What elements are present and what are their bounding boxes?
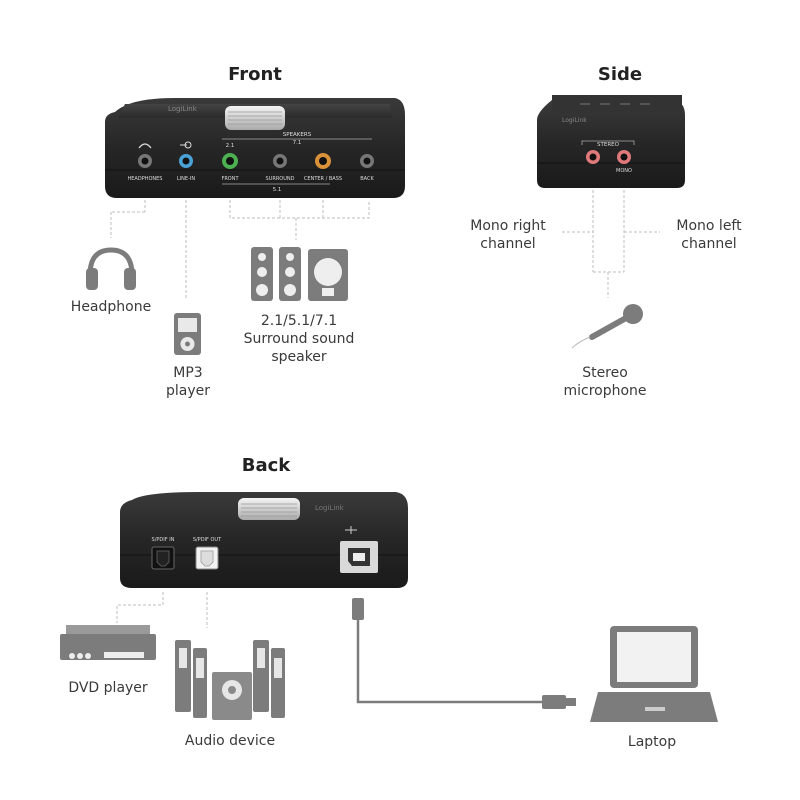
group-51-label: 5.1 — [273, 187, 282, 193]
svg-text:S/PDIF OUT: S/PDIF OUT — [193, 537, 222, 543]
group-71-label: 7.1 — [293, 140, 302, 146]
usb-b-port — [340, 526, 378, 573]
side-device: LogiLink STEREO MONO — [537, 95, 685, 188]
svg-text:FRONT: FRONT — [221, 176, 239, 182]
back-connector-lines — [116, 592, 208, 628]
side-connector-lines — [562, 190, 660, 298]
front-brand-logo: LogiLink — [168, 105, 198, 113]
back-section-title: Back — [241, 455, 291, 476]
svg-text:HEADPHONES: HEADPHONES — [128, 176, 163, 182]
svg-text:BACK: BACK — [360, 176, 374, 182]
spdif-out-port: S/PDIF OUT — [193, 537, 222, 570]
spdif-in-port: S/PDIF IN — [151, 537, 175, 570]
microphone-icon — [571, 304, 643, 349]
svg-text:LINE-IN: LINE-IN — [177, 176, 195, 182]
back-brand-logo: LogiLink — [315, 504, 345, 512]
surround-jack: SURROUND — [266, 154, 295, 182]
svg-text:S/PDIF IN: S/PDIF IN — [152, 537, 175, 543]
dvd-player-icon — [60, 625, 156, 660]
stereo-port-label: STEREO — [597, 142, 620, 148]
front-connector-lines — [110, 200, 370, 300]
svg-text:CENTER / BASS: CENTER / BASS — [304, 176, 342, 182]
side-brand-logo: LogiLink — [562, 117, 587, 124]
laptop-icon — [590, 626, 718, 722]
line-in-jack: LINE-IN — [177, 141, 195, 182]
headphone-port-icon — [138, 143, 152, 149]
headphone-caption: Headphone — [70, 299, 152, 315]
laptop-caption: Laptop — [627, 734, 677, 750]
front-section-title: Front — [228, 64, 282, 85]
headphone-icon — [86, 247, 136, 290]
mono-jack: MONO — [616, 150, 632, 174]
volume-knob — [225, 106, 285, 130]
headphones-jack: HEADPHONES — [128, 143, 163, 182]
audio-device-icon — [175, 640, 285, 720]
back-device: LogiLink S/PDIF IN S/PDIF OUT — [120, 492, 408, 588]
stereo-jack — [586, 150, 600, 164]
svg-text:SURROUND: SURROUND — [266, 176, 295, 182]
front-jack: FRONT — [221, 153, 239, 182]
mp3-player-icon — [174, 313, 201, 355]
audio-device-caption: Audio device — [184, 733, 276, 749]
speakers-group-label: SPEAKERS — [283, 132, 312, 138]
front-device: LogiLink SPEAKERS 7.1 2.1 5.1 HEADPHONES… — [105, 98, 405, 198]
back-jack: BACK — [360, 154, 374, 182]
group-21-label: 2.1 — [226, 143, 235, 149]
surround-speaker-icon — [251, 247, 348, 301]
center-bass-jack: CENTER / BASS — [304, 153, 342, 182]
dvd-caption: DVD player — [68, 680, 148, 696]
usb-cable — [352, 598, 576, 709]
svg-text:MONO: MONO — [616, 168, 632, 174]
back-volume-knob — [238, 498, 300, 520]
usb-port-icon — [345, 526, 357, 534]
side-section-title: Side — [597, 64, 643, 85]
